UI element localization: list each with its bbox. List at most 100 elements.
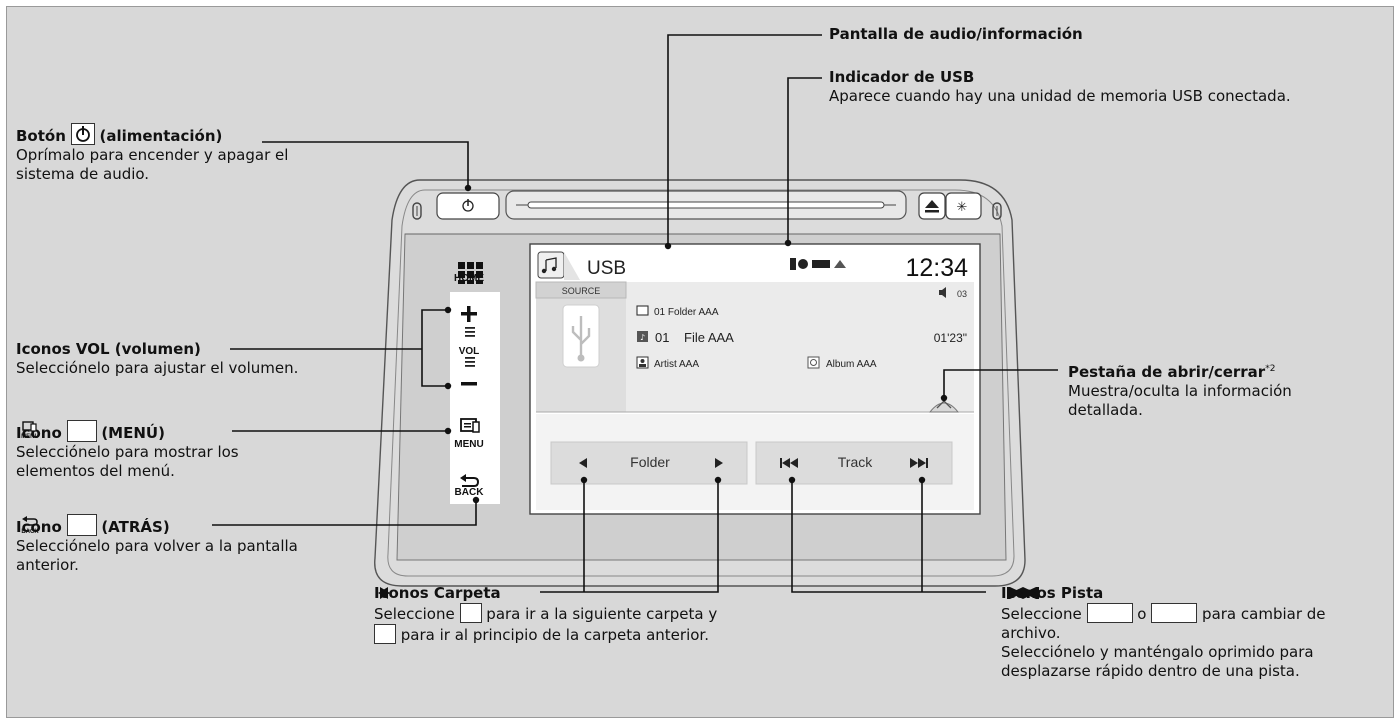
vol-label: VOL — [459, 346, 480, 357]
usb-callout-title: Indicador de USB — [829, 68, 975, 86]
svg-text:BACK: BACK — [21, 529, 39, 534]
screen-source-title: USB — [587, 258, 626, 279]
home-label: HOME — [454, 273, 484, 284]
folder-small-icon — [636, 305, 649, 316]
back-callout-desc-2: anterior. — [16, 556, 79, 574]
usb-large-icon — [562, 304, 600, 368]
screen-time: 12:34 — [905, 254, 968, 282]
album-name: Album AAA — [826, 359, 877, 370]
skip-forward-icon — [1010, 587, 1198, 623]
back-callout: Icono BACK (ATRÁS) Selecciónelo para vol… — [16, 514, 396, 575]
back-callout-desc-1: Selecciónelo para volver a la pantalla — [16, 537, 298, 555]
usb-indicator-icon — [790, 258, 796, 270]
tab-callout: Pestaña de abrir/cerrar*2 Muestra/oculta… — [1068, 360, 1378, 420]
track-buttons[interactable] — [755, 441, 953, 485]
track-prev-icon — [780, 458, 798, 468]
file-name: File AAA — [684, 330, 734, 345]
folder-name: 01 Folder AAA — [654, 307, 719, 318]
signal-icon — [834, 260, 846, 268]
menu-callout-desc-1: Selecciónelo para mostrar los — [16, 443, 239, 461]
track-callout: Iconos Pista Seleccione o para cambiar d… — [1001, 584, 1386, 681]
callout-lines — [212, 34, 1058, 593]
track-callout-line1-mid: o — [1137, 605, 1147, 623]
control-strip — [450, 292, 500, 504]
back-callout-title-suffix: (ATRÁS) — [101, 518, 170, 536]
track-callout-line4: desplazarse rápido dentro de una pista. — [1001, 662, 1300, 680]
tab-callout-desc-1: Muestra/oculta la información — [1068, 382, 1292, 400]
vol-callout: Iconos VOL (volumen) Selecciónelo para a… — [16, 340, 396, 378]
eject-button[interactable] — [918, 192, 946, 220]
track-callout-line3: Selecciónelo y manténgalo oprimido para — [1001, 643, 1314, 661]
folder-next-icon — [715, 458, 723, 468]
screw-left — [412, 202, 422, 220]
menu-callout: Icono MENU (MENÚ) Selecciónelo para most… — [16, 420, 396, 481]
folder-callout-line1-post: para ir a la siguiente carpeta y — [486, 605, 718, 623]
bluetooth-icon — [798, 259, 808, 269]
usb-callout: Indicador de USB Aparece cuando hay una … — [829, 68, 1389, 106]
svg-text:♪: ♪ — [640, 333, 645, 342]
source-button[interactable] — [535, 281, 627, 299]
menu-label: MENU — [454, 439, 483, 450]
track-callout-line1-pre: Seleccione — [1001, 605, 1082, 623]
source-icon — [537, 251, 565, 279]
home-button[interactable] — [458, 262, 483, 284]
folder-button-label[interactable]: Folder — [630, 454, 670, 470]
prev-folder-icon — [374, 587, 396, 644]
source-button-label[interactable]: SOURCE — [562, 286, 601, 296]
artist-small-icon — [636, 356, 649, 369]
track-next-icon — [910, 458, 928, 468]
track-callout-line1-post: para cambiar de — [1202, 605, 1326, 623]
svg-text:✳: ✳ — [957, 200, 968, 215]
track-callout-line2: archivo. — [1001, 624, 1061, 642]
usb-callout-desc-1: Aparece cuando hay una unidad de memoria… — [829, 87, 1291, 105]
track-callout-title: Iconos Pista — [1001, 584, 1104, 602]
power-callout-desc-1: Oprímalo para encender y apagar el — [16, 146, 289, 164]
back-callout-title: Icono — [16, 518, 62, 536]
skip-back-icon — [1007, 587, 1133, 623]
volume-bars-icon — [465, 327, 475, 367]
power-callout-desc-2: sistema de audio. — [16, 165, 150, 183]
menu-icon-inline: MENU — [21, 420, 97, 442]
track-button-label[interactable]: Track — [838, 454, 873, 470]
vol-callout-title: Iconos VOL (volumen) — [16, 340, 201, 358]
back-icon[interactable] — [460, 474, 480, 487]
svg-text:MENU: MENU — [21, 434, 39, 440]
screen-callout: Pantalla de audio/información — [829, 25, 1229, 44]
vol-callout-desc-1: Selecciónelo para ajustar el volumen. — [16, 359, 299, 377]
disc-slot — [505, 190, 907, 220]
menu-callout-desc-2: elementos del menú. — [16, 462, 175, 480]
power-icon — [70, 123, 95, 145]
menu-icon[interactable] — [460, 418, 480, 433]
volume-level: 03 — [957, 289, 967, 299]
power-callout-title: Botón — [16, 127, 66, 145]
power-callout-title-suffix: (alimentación) — [99, 127, 223, 145]
folder-callout: Iconos Carpeta Seleccione para ir a la s… — [374, 584, 794, 645]
back-icon-inline: BACK — [21, 514, 97, 536]
power-button[interactable] — [436, 192, 500, 220]
battery-icon — [812, 260, 830, 268]
tab-callout-desc-2: detallada. — [1068, 401, 1143, 419]
volume-down-icon[interactable] — [461, 382, 477, 386]
folder-callout-line2-post: para ir al principio de la carpeta anter… — [400, 626, 709, 644]
screen-callout-title: Pantalla de audio/información — [829, 25, 1083, 43]
folder-callout-title: Iconos Carpeta — [374, 584, 501, 602]
volume-up-icon[interactable] — [461, 306, 477, 322]
power-callout: Botón (alimentación) Oprímalo para encen… — [16, 123, 386, 184]
source-tab — [564, 252, 580, 280]
file-small-icon: ♪ — [637, 331, 648, 342]
elapsed-time: 01'23" — [934, 331, 967, 345]
volume-level-icon — [939, 287, 946, 298]
status-icons — [790, 258, 846, 270]
menu-callout-title-suffix: (MENÚ) — [101, 424, 165, 442]
folder-callout-line1-pre: Seleccione — [374, 605, 455, 623]
menu-callout-title: Icono — [16, 424, 62, 442]
day-night-button[interactable]: ✳ — [945, 192, 982, 220]
album-small-icon — [807, 356, 820, 369]
screw-right — [992, 202, 1002, 220]
back-label: BACK — [455, 487, 485, 498]
tab-callout-footnote: *2 — [1265, 364, 1276, 374]
next-folder-icon — [380, 587, 482, 623]
artist-name: Artist AAA — [654, 359, 699, 370]
track-number: 01 — [655, 330, 669, 345]
